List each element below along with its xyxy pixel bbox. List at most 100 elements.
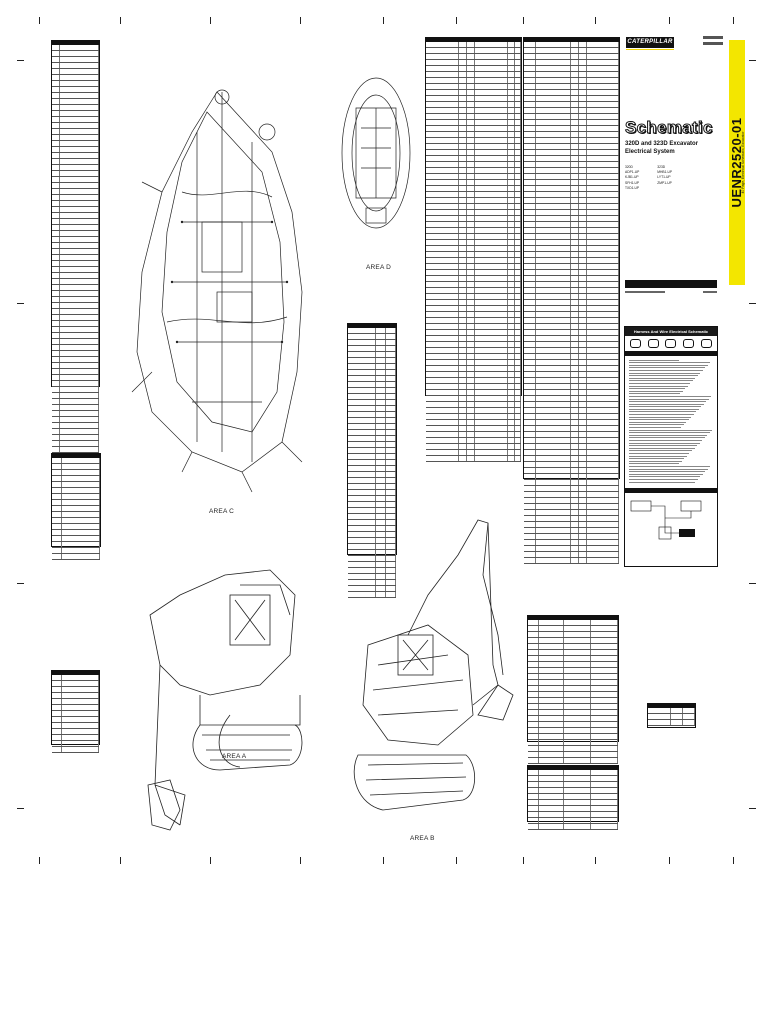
table-cell bbox=[348, 514, 376, 519]
table-cell bbox=[515, 336, 521, 341]
table-cell bbox=[475, 90, 509, 95]
table-cell bbox=[579, 78, 588, 83]
table-row bbox=[348, 556, 396, 562]
table-cell bbox=[579, 384, 588, 389]
table-cell bbox=[587, 48, 620, 53]
table-cell bbox=[524, 546, 536, 551]
table-row bbox=[426, 408, 521, 414]
table-cell bbox=[376, 538, 386, 543]
table-cell bbox=[348, 454, 376, 459]
table-cell bbox=[475, 444, 509, 449]
table-cell bbox=[459, 222, 468, 227]
table-row bbox=[52, 369, 99, 375]
table-cell bbox=[515, 186, 521, 191]
table-cell bbox=[536, 282, 571, 287]
table-cell bbox=[475, 180, 509, 185]
table-cell bbox=[459, 180, 468, 185]
description-line bbox=[629, 460, 682, 462]
table-cell bbox=[528, 776, 540, 781]
table-cell bbox=[52, 105, 60, 110]
table-cell bbox=[528, 752, 540, 757]
table-cell bbox=[459, 258, 468, 263]
table-cell bbox=[579, 474, 588, 479]
table-cell bbox=[587, 408, 620, 413]
table-cell bbox=[52, 741, 62, 746]
table-cell bbox=[508, 384, 515, 389]
table-cell bbox=[60, 177, 99, 182]
table-cell bbox=[524, 468, 536, 473]
table-row bbox=[524, 468, 620, 474]
table-cell bbox=[683, 720, 695, 725]
table-cell bbox=[60, 363, 99, 368]
table-cell bbox=[467, 108, 476, 113]
table-cell bbox=[539, 668, 565, 673]
description-line bbox=[629, 429, 713, 431]
table-cell bbox=[591, 692, 618, 697]
table-cell bbox=[60, 297, 99, 302]
crop-mark bbox=[749, 583, 756, 584]
table-header-bar bbox=[52, 41, 99, 45]
table-cell bbox=[386, 370, 396, 375]
table-cell bbox=[52, 183, 60, 188]
table-cell bbox=[591, 674, 618, 679]
table-cell bbox=[528, 734, 540, 739]
table-cell bbox=[426, 276, 460, 281]
table-cell bbox=[459, 282, 468, 287]
table-cell bbox=[426, 144, 460, 149]
table-row bbox=[528, 800, 618, 806]
table-cell bbox=[426, 48, 460, 53]
table-cell bbox=[60, 153, 99, 158]
table-row bbox=[524, 420, 620, 426]
table-cell bbox=[52, 255, 60, 260]
table-cell bbox=[60, 207, 99, 212]
table-cell bbox=[60, 405, 99, 410]
table-cell bbox=[60, 129, 99, 134]
table-cell bbox=[579, 204, 588, 209]
table-cell bbox=[579, 510, 588, 515]
table-cell bbox=[459, 168, 468, 173]
table-cell bbox=[524, 558, 536, 563]
table-cell bbox=[52, 111, 60, 116]
table-cell bbox=[591, 722, 618, 727]
table-cell bbox=[524, 96, 536, 101]
table-row bbox=[52, 309, 99, 315]
table-cell bbox=[348, 364, 376, 369]
table-cell bbox=[386, 460, 396, 465]
table-cell bbox=[475, 132, 509, 137]
table-cell bbox=[524, 510, 536, 515]
table-row bbox=[52, 99, 99, 105]
table-cell bbox=[587, 510, 620, 515]
table-cell bbox=[524, 402, 536, 407]
table-cell bbox=[536, 144, 571, 149]
table-row bbox=[52, 111, 99, 117]
table-cell bbox=[62, 548, 100, 553]
table-cell bbox=[564, 662, 592, 667]
table-cell bbox=[52, 681, 62, 686]
symbols-panel-title: Harness And Wire Electrical Schematic Sy… bbox=[625, 327, 717, 343]
table-cell bbox=[348, 574, 376, 579]
table-cell bbox=[539, 752, 565, 757]
table-row bbox=[528, 794, 618, 800]
table-cell bbox=[536, 306, 571, 311]
table-cell bbox=[62, 735, 99, 740]
table-row bbox=[348, 382, 396, 388]
component-table-2 bbox=[523, 37, 620, 564]
table-cell bbox=[571, 126, 580, 131]
description-line bbox=[629, 380, 693, 382]
table-row bbox=[348, 388, 396, 394]
table-cell bbox=[564, 710, 592, 715]
serials-head: 323D bbox=[657, 165, 666, 169]
table-cell bbox=[426, 228, 460, 233]
table-cell bbox=[536, 180, 571, 185]
crop-mark bbox=[300, 17, 301, 24]
table-cell bbox=[426, 348, 460, 353]
table-cell bbox=[52, 321, 60, 326]
table-cell bbox=[536, 384, 571, 389]
description-line bbox=[629, 419, 689, 421]
table-row bbox=[348, 490, 396, 496]
table-cell bbox=[475, 78, 509, 83]
table-cell bbox=[60, 171, 99, 176]
table-cell bbox=[524, 300, 536, 305]
table-row bbox=[524, 78, 620, 84]
table-cell bbox=[587, 330, 620, 335]
